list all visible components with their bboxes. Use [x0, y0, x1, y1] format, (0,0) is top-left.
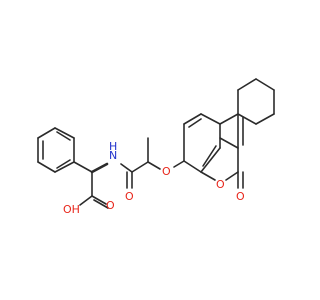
atom-labels: N H O O O O O OH	[63, 140, 245, 216]
amide-oxygen-label: O	[125, 190, 134, 203]
amide-hydrogen-label: H	[109, 140, 117, 153]
molecule-structure: N H O O O O O OH	[37, 78, 275, 216]
acid-hydroxyl-label: OH	[63, 203, 80, 216]
ether-oxygen-label: O	[162, 165, 171, 178]
ring-oxygen-label: O	[216, 178, 225, 191]
amide-nitrogen-label: N	[109, 149, 117, 162]
lactone-oxygen-label: O	[236, 190, 245, 203]
acid-carbonyl-oxygen-label: O	[106, 199, 115, 212]
bond-lines	[37, 78, 275, 209]
